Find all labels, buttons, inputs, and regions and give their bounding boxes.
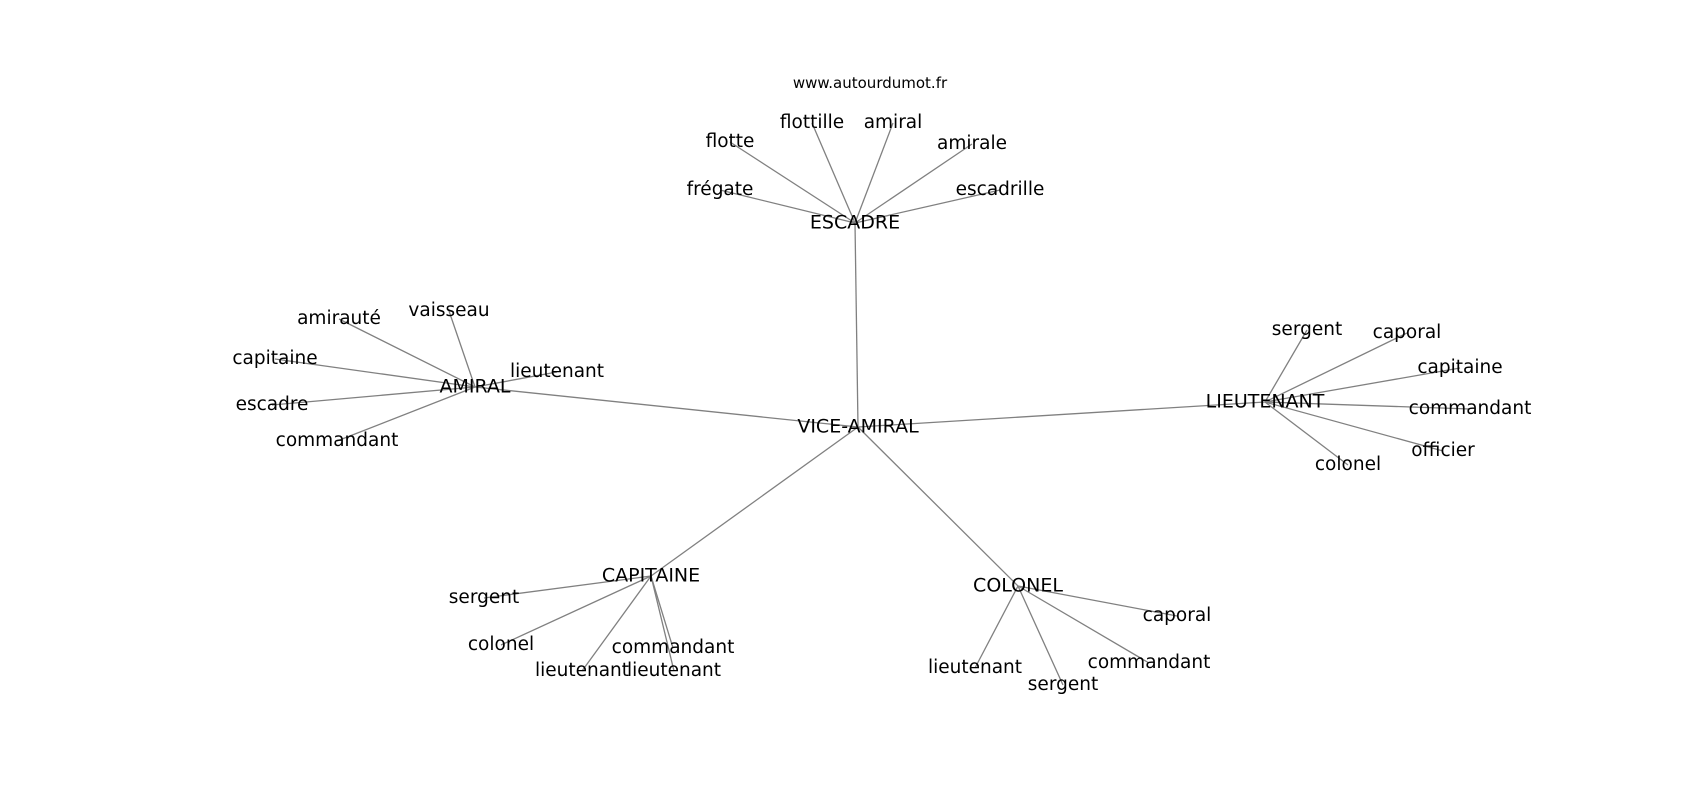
leaf-node-capitaine: lieutenant — [627, 660, 721, 681]
hub-node-amiral: AMIRAL — [439, 376, 510, 398]
edge-amiral-5 — [336, 386, 476, 442]
edge-center-escadre — [854, 222, 859, 428]
leaf-node-lieutenant: capitaine — [1417, 357, 1502, 378]
leaf-node-escadre: flotte — [706, 131, 755, 152]
edge-amiral-1 — [448, 310, 476, 388]
leaf-node-escadre: amirale — [937, 133, 1007, 154]
edge-capitaine-0 — [483, 575, 652, 599]
center-node-label: VICE-AMIRAL — [797, 416, 919, 438]
leaf-node-lieutenant: colonel — [1315, 454, 1381, 475]
leaf-node-amiral: lieutenant — [510, 361, 604, 382]
leaf-node-colonel: lieutenant — [928, 657, 1022, 678]
leaf-node-escadre: frégate — [687, 179, 754, 200]
edge-capitaine-4 — [650, 575, 675, 672]
edge-escadre-5 — [854, 189, 1001, 224]
leaf-node-escadre: flottille — [780, 112, 844, 133]
leaf-node-amiral: vaisseau — [408, 300, 489, 321]
edge-amiral-4 — [271, 386, 476, 406]
edge-amiral-3 — [474, 371, 558, 388]
edge-amiral-2 — [274, 358, 476, 388]
node-labels: VICE-AMIRAL ESCADRE frégate flotte flottille… — [232, 112, 1531, 695]
leaf-node-colonel: sergent — [1028, 674, 1098, 695]
leaf-node-amiral: escadre — [236, 394, 309, 415]
edge-lieutenant-3 — [1264, 401, 1471, 410]
edge-escadre-0 — [719, 189, 856, 224]
hub-node-lieutenant: LIEUTENANT — [1206, 391, 1325, 413]
leaf-node-escadre: escadrille — [956, 179, 1045, 200]
leaf-node-lieutenant: commandant — [1409, 398, 1532, 419]
leaf-node-amiral: capitaine — [232, 348, 317, 369]
hub-node-escadre: ESCADRE — [810, 212, 900, 234]
source-watermark: www.autourdumot.fr — [793, 74, 948, 92]
edge-escadre-3 — [854, 122, 894, 224]
edge-center-colonel — [857, 426, 1019, 587]
leaf-node-lieutenant: caporal — [1373, 322, 1442, 343]
leaf-node-colonel: commandant — [1088, 652, 1211, 673]
edge-lieutenant-1 — [1264, 332, 1408, 403]
edge-capitaine-3 — [581, 575, 652, 672]
edge-lieutenant-2 — [1264, 367, 1461, 403]
edge-center-lieutenant — [857, 401, 1266, 428]
leaf-node-colonel: caporal — [1143, 605, 1212, 626]
edge-center-amiral — [474, 386, 859, 428]
edge-lieutenant-5 — [1264, 401, 1349, 466]
leaf-node-lieutenant: officier — [1411, 440, 1475, 461]
edge-colonel-2 — [974, 585, 1019, 669]
leaf-node-amiral: amirauté — [297, 308, 381, 329]
edge-escadre-4 — [854, 143, 973, 224]
edge-colonel-0 — [1017, 585, 1178, 617]
edge-capitaine-2 — [650, 575, 674, 649]
leaf-node-escadre: amiral — [864, 112, 923, 133]
leaf-node-capitaine: commandant — [612, 637, 735, 658]
edge-center-capitaine — [650, 426, 859, 577]
edge-capitaine-1 — [500, 575, 652, 646]
hub-node-colonel: COLONEL — [973, 575, 1063, 597]
leaf-node-capitaine: colonel — [468, 634, 534, 655]
leaf-node-capitaine: lieutenant — [535, 660, 629, 681]
edge-lieutenant-4 — [1264, 401, 1444, 452]
edges — [271, 122, 1471, 686]
leaf-node-amiral: commandant — [276, 430, 399, 451]
edge-lieutenant-0 — [1264, 329, 1308, 403]
edge-escadre-1 — [729, 141, 856, 224]
edge-escadre-2 — [811, 122, 856, 224]
edge-colonel-3 — [1017, 585, 1064, 686]
hub-node-capitaine: CAPITAINE — [602, 565, 700, 587]
edge-amiral-0 — [338, 318, 476, 388]
leaf-node-lieutenant: sergent — [1272, 319, 1342, 340]
leaf-node-capitaine: sergent — [449, 587, 519, 608]
edge-colonel-1 — [1017, 585, 1150, 664]
